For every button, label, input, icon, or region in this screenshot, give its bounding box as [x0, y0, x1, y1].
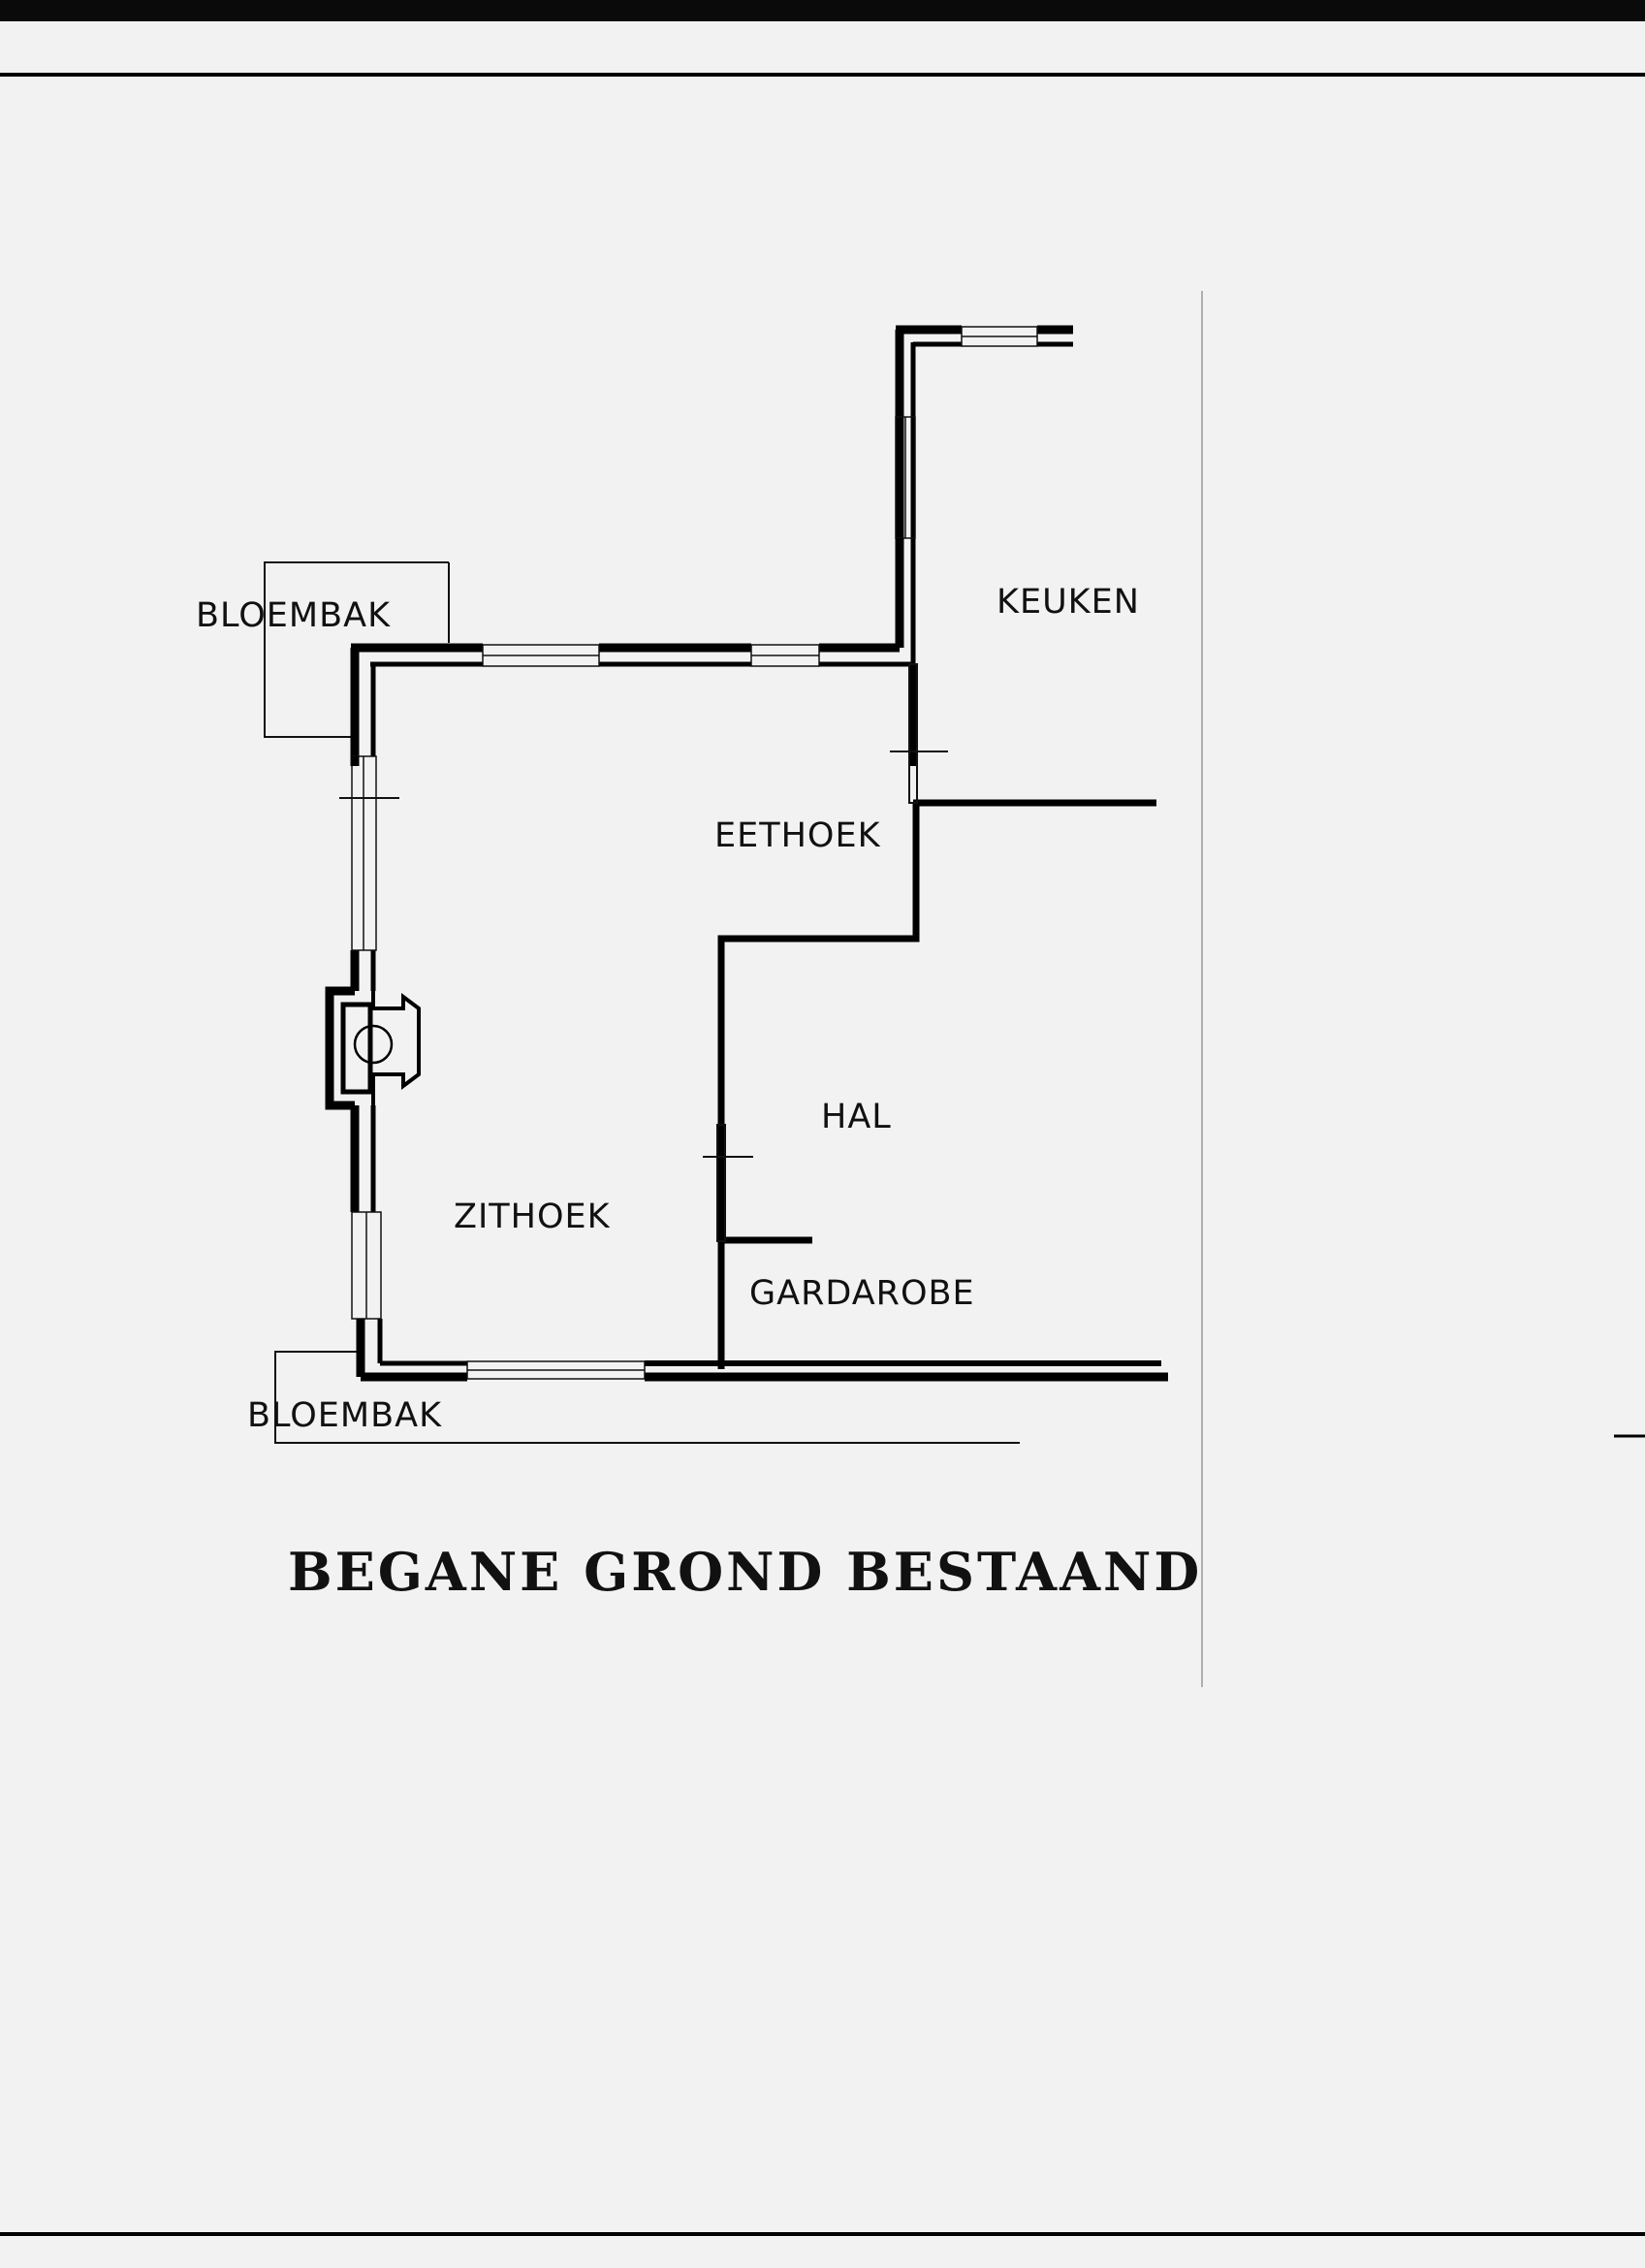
label-zithoek: ZITHOEK	[454, 1198, 611, 1236]
label-bloembak-top: BLOEMBAK	[196, 596, 391, 635]
fireplace	[325, 986, 421, 1110]
windows	[351, 326, 1038, 1380]
interior-walls	[717, 664, 1156, 1369]
drawing-title: BEGANE GROND BESTAAND	[288, 1541, 1202, 1603]
label-gardarobe: GARDAROBE	[749, 1274, 975, 1313]
label-eethoek: EETHOEK	[714, 816, 881, 855]
label-bloembak-bottom: BLOEMBAK	[247, 1396, 442, 1435]
door-marks	[339, 663, 948, 1242]
label-keuken: KEUKEN	[996, 583, 1140, 622]
scan-top-edge	[0, 0, 1645, 21]
flower-box-bottom	[274, 1351, 1020, 1444]
flower-box-top	[264, 561, 449, 738]
label-hal: HAL	[821, 1098, 892, 1136]
wall-stubs	[350, 538, 904, 766]
